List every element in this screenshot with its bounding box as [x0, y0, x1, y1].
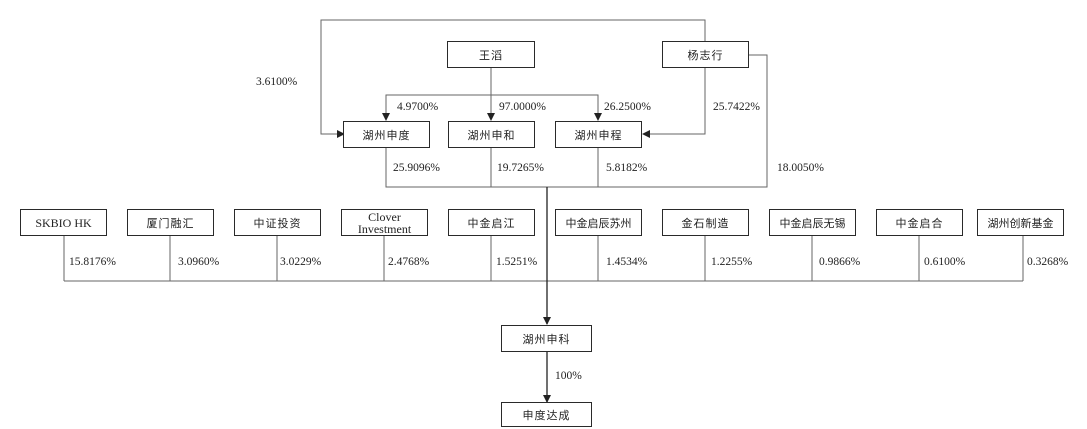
- pct-chuangxin: 0.3268%: [1027, 256, 1069, 268]
- node-hz-shenhe: 湖州申和: [448, 121, 535, 148]
- pct-wang-to-shendu: 4.9700%: [397, 101, 439, 113]
- node-zhongjin-qichen-wuxi: 中金启辰无锡: [769, 209, 856, 236]
- node-clover-investment: Clover Investment: [341, 209, 428, 236]
- node-hz-shendu: 湖州申度: [343, 121, 430, 148]
- pct-yang-to-shencheng: 25.7422%: [713, 101, 760, 113]
- node-zhongjin-qijiang: 中金启江: [448, 209, 535, 236]
- line-shendu-down: [385, 148, 547, 188]
- pct-skbio: 15.8176%: [69, 256, 116, 268]
- pct-qihe: 0.6100%: [924, 256, 966, 268]
- pct-shendu-to-shenke: 25.9096%: [393, 162, 440, 174]
- pct-zhongzheng: 3.0229%: [280, 256, 322, 268]
- node-hz-shencheng: 湖州申程: [555, 121, 642, 148]
- pct-qichen-wuxi: 0.9866%: [819, 256, 861, 268]
- node-xiamen-ronghui: 厦门融汇: [127, 209, 214, 236]
- line-wang-shendu: [382, 94, 491, 121]
- pct-shencheng-to-shenke: 5.8182%: [606, 162, 648, 174]
- node-zhongzheng-touzi: 中证投资: [234, 209, 321, 236]
- pct-jinshi: 1.2255%: [711, 256, 753, 268]
- pct-shenke-to-dacheng: 100%: [555, 370, 582, 382]
- pct-wang-to-shencheng: 26.2500%: [604, 101, 651, 113]
- node-hz-chuangxin-jijin: 湖州创新基金: [977, 209, 1064, 236]
- line-wang-shencheng: [491, 94, 602, 121]
- node-zhongjin-qihe: 中金启合: [876, 209, 963, 236]
- line-yang-shendu: [320, 19, 706, 138]
- pct-wang-to-shenhe: 97.0000%: [499, 101, 546, 113]
- pct-qichen-suzhou: 1.4534%: [606, 256, 648, 268]
- node-wang-tao: 王滔: [447, 41, 535, 68]
- pct-qijiang: 1.5251%: [496, 256, 538, 268]
- line-yang-shenke: [547, 54, 768, 188]
- pct-yang-to-shenke: 18.0050%: [777, 162, 824, 174]
- pct-shenhe-to-shenke: 19.7265%: [497, 162, 544, 174]
- pct-yang-to-shendu: 3.6100%: [256, 76, 298, 88]
- node-skbio-hk: SKBIO HK: [20, 209, 107, 236]
- node-hz-shenke: 湖州申科: [501, 325, 592, 352]
- node-yang-zhihang: 杨志行: [662, 41, 749, 68]
- line-yang-shencheng: [642, 67, 706, 138]
- node-shendu-dacheng: 申度达成: [501, 402, 592, 427]
- node-zhongjin-qichen-suzhou: 中金启辰苏州: [555, 209, 642, 236]
- pct-xiamen: 3.0960%: [178, 256, 220, 268]
- node-jinshi-zhizao: 金石制造: [662, 209, 749, 236]
- pct-clover: 2.4768%: [388, 256, 430, 268]
